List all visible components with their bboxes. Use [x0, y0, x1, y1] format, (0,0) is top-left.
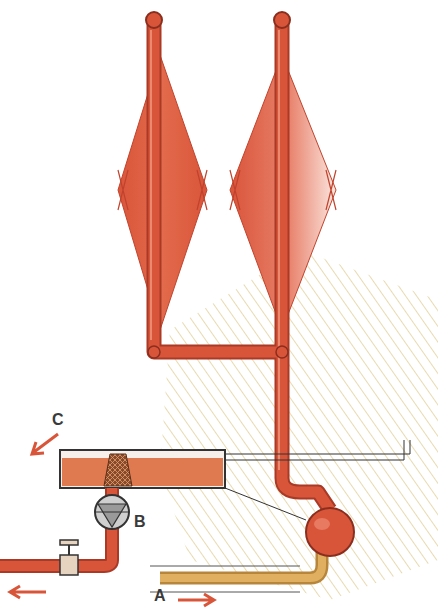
strainer-cone: [104, 454, 132, 486]
flow-arrow: [178, 594, 214, 606]
callout-letter: B: [134, 514, 146, 530]
floor-line: [150, 566, 300, 567]
floor-line: [150, 592, 300, 593]
flow-arrow: [10, 586, 46, 598]
return-pipe: [160, 545, 322, 578]
pipe-tee: [276, 346, 288, 358]
callout-letter: A: [154, 588, 166, 604]
boiler-highlight: [314, 518, 330, 530]
pump: [95, 495, 129, 529]
outlet-pipe: [0, 488, 112, 566]
pipe-network: [151, 22, 330, 510]
ground-hatching: [160, 250, 438, 600]
radiator-left: [118, 55, 207, 330]
expansion-tank: [60, 450, 225, 488]
tank-water: [62, 458, 223, 486]
return-pipe: [160, 545, 322, 578]
callout-letter: C: [52, 412, 64, 428]
boiler: [306, 508, 354, 556]
outlet-pipe: [0, 488, 112, 566]
pipe-cap: [146, 12, 162, 28]
connecting-line: [225, 488, 306, 520]
overflow-pipe: [225, 440, 410, 460]
pipe-cap: [274, 12, 290, 28]
valve: [60, 540, 78, 575]
pipe-elbow: [148, 346, 160, 358]
flow-arrow: [32, 434, 58, 454]
